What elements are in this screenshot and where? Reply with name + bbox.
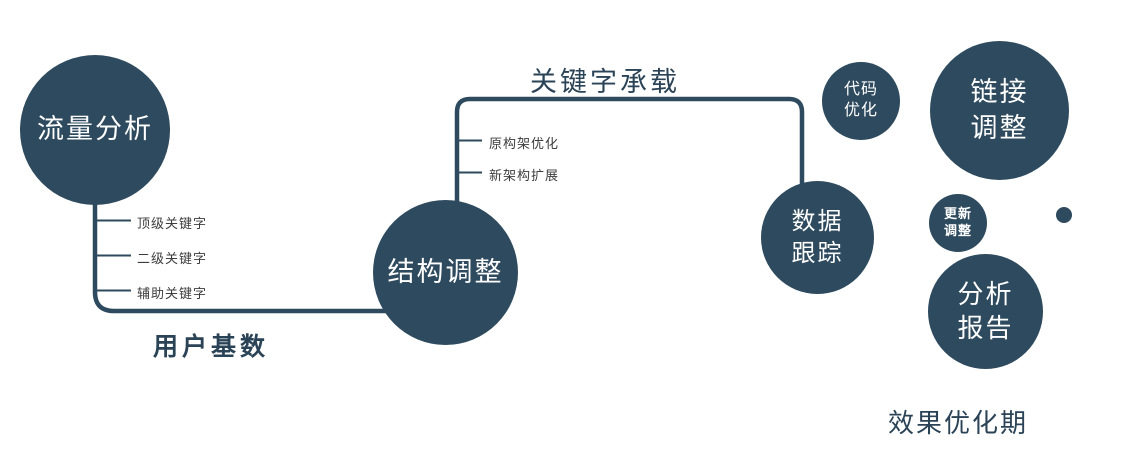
node-code-optimization-line2: 优化 [843, 102, 878, 119]
bullet-dot [1056, 207, 1072, 223]
node-data-tracking-line1: 数据 [791, 208, 844, 236]
branch-label-top-keyword: 顶级关键字 [137, 216, 208, 231]
node-analysis-report-line2: 报告 [957, 312, 1014, 343]
node-traffic-analysis: 流量分析 [20, 55, 170, 205]
node-analysis-report: 分析 报告 [928, 254, 1043, 369]
node-link-adjustment: 链接 调整 [930, 41, 1069, 180]
node-traffic-analysis-label: 流量分析 [37, 114, 153, 145]
branch-label-original-architecture: 原构架优化 [489, 136, 560, 151]
node-update-adjustment-line2: 调整 [943, 223, 972, 238]
node-data-tracking: 数据 跟踪 [761, 181, 874, 294]
edge-structure-to-tracking [454, 96, 805, 212]
edge-label-keyword-bearing: 关键字承载 [530, 67, 680, 97]
node-structure-adjustment-label: 结构调整 [387, 256, 504, 287]
node-link-adjustment-line2: 调整 [970, 112, 1029, 143]
node-analysis-report-line1: 分析 [957, 278, 1014, 309]
branch-label-second-keyword: 二级关键字 [137, 251, 208, 266]
node-link-adjustment-line1: 链接 [970, 77, 1029, 108]
node-code-optimization: 代码 优化 [822, 62, 900, 140]
node-structure-adjustment: 结构调整 [373, 200, 518, 345]
branch-label-aux-keyword: 辅助关键字 [137, 286, 208, 301]
node-data-tracking-line2: 跟踪 [791, 239, 844, 267]
branch-label-new-architecture: 新架构扩展 [489, 168, 560, 183]
node-code-optimization-line1: 代码 [843, 81, 878, 99]
node-update-adjustment: 更新 调整 [929, 194, 987, 252]
node-update-adjustment-line1: 更新 [943, 206, 972, 222]
caption-effect-optimization-period: 效果优化期 [888, 408, 1029, 438]
edge-label-user-base: 用户基数 [153, 333, 270, 361]
